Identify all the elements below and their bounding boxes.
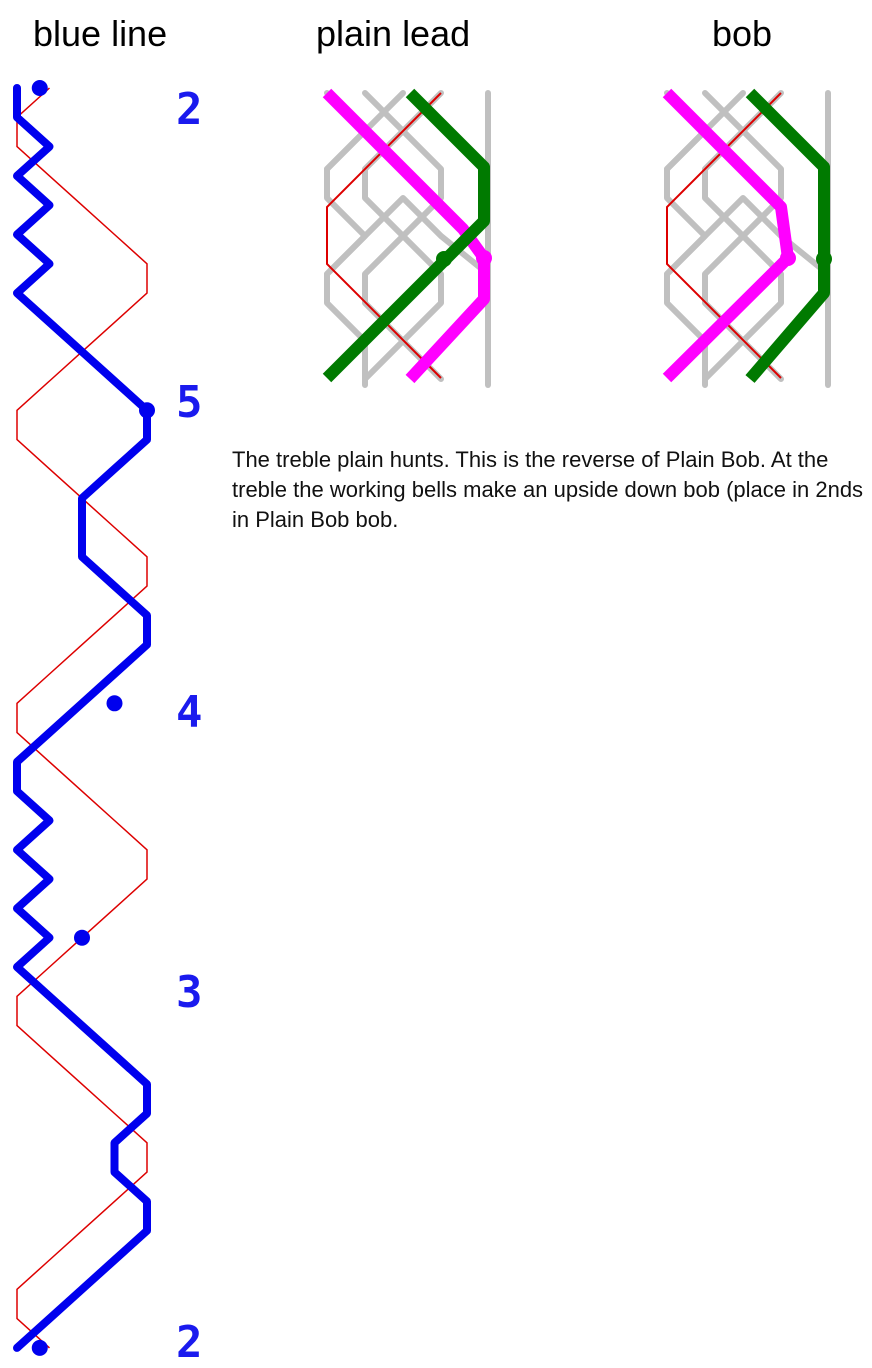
lead-end-number: 5 [176,377,203,428]
pink-dot [780,250,796,266]
green-line [745,88,830,383]
lead-marker-dot [31,1339,48,1356]
green-line [322,88,490,383]
description-text: The treble plain hunts. This is the reve… [232,447,864,532]
green-dot [816,251,832,267]
lead-marker-dot [139,402,155,419]
lead-marker-dot [31,80,48,96]
lead-end-number: 3 [176,967,203,1018]
blue-line-diagram [13,80,155,1356]
lead-marker-dot [106,695,123,712]
treble-line [16,87,148,1349]
pink-line [662,88,794,383]
grey-working-lines [664,90,831,388]
blue-line-heading: blue line [33,13,168,54]
bob-heading: bob [712,13,773,54]
plain-lead-diagram [322,88,492,388]
blue-line [13,84,151,1352]
lead-end-number: 2 [176,1317,203,1368]
plain-lead-heading: plain lead [316,13,471,54]
lead-end-number: 2 [176,84,203,135]
lead-end-number: 4 [176,687,203,738]
pink-dot [476,250,492,266]
bob-diagram [662,88,832,388]
lead-marker-dot [74,929,90,946]
green-dot [436,251,452,267]
treble-line [326,92,442,379]
treble-line [666,92,782,379]
